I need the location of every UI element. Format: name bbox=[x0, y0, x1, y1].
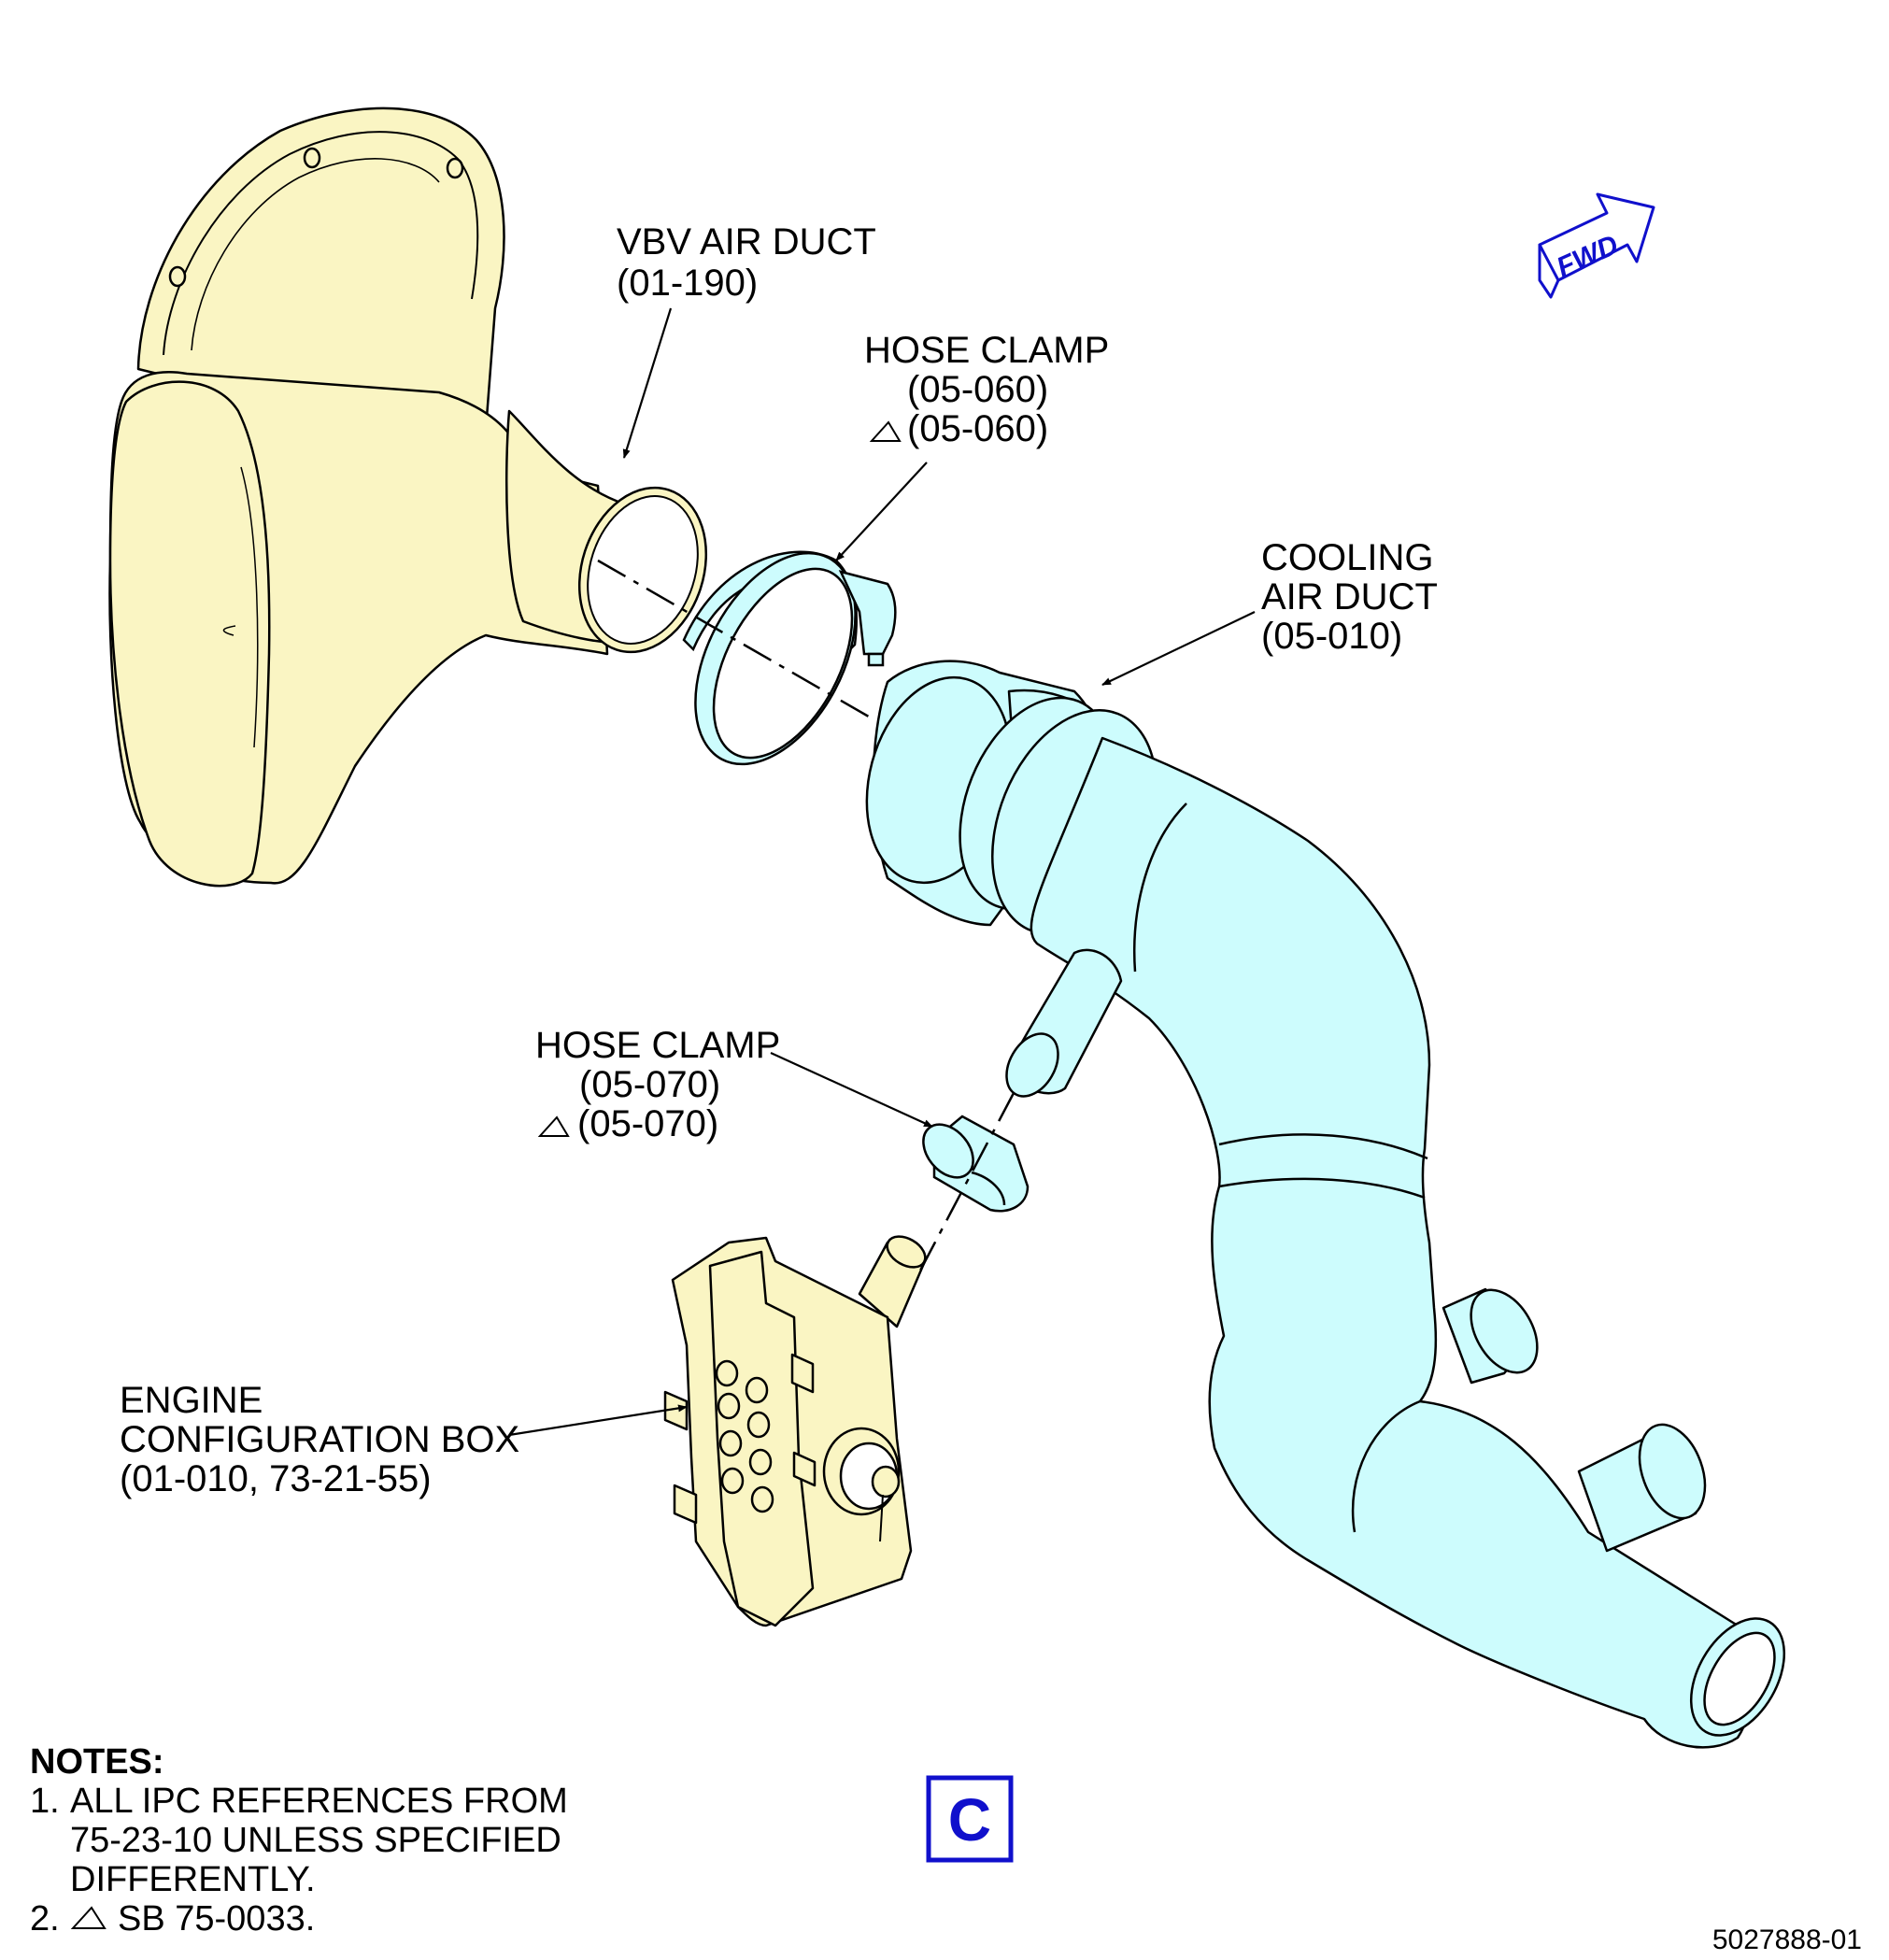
hose-clamp-upper-ref: (05-060) bbox=[907, 369, 1048, 410]
vbv-air-duct-part bbox=[108, 107, 708, 888]
callout-cooling-air-duct: COOLING AIR DUCT (05-010) bbox=[1261, 537, 1438, 657]
lower-hose-clamp-part bbox=[922, 1115, 1030, 1213]
hose-clamp-lower-ref: (05-070) bbox=[579, 1064, 720, 1105]
engine-config-box-ref: (01-010, 73-21-55) bbox=[120, 1458, 432, 1499]
cooling-air-duct-part bbox=[865, 660, 1786, 1749]
sb-triangle-icon bbox=[70, 1906, 107, 1929]
cooling-air-duct-name-line2: AIR DUCT bbox=[1261, 576, 1438, 618]
fwd-arrow-icon: FWD bbox=[1538, 192, 1655, 299]
hose-clamp-upper-sb-ref: (05-060) bbox=[907, 408, 1048, 449]
note-1-line-3: DIFFERENTLY. bbox=[70, 1860, 316, 1899]
callout-engine-configuration-box: ENGINE CONFIGURATION BOX (01-010, 73-21-… bbox=[120, 1380, 519, 1499]
figure-id: 5027888-01 bbox=[1712, 1924, 1862, 1955]
view-letter: C bbox=[948, 1786, 991, 1853]
engine-config-box-name-line1: ENGINE bbox=[120, 1380, 263, 1421]
hose-clamp-lower-name: HOSE CLAMP bbox=[535, 1025, 780, 1066]
note-1-number: 1. bbox=[30, 1782, 60, 1821]
vbv-air-duct-ref: (01-190) bbox=[617, 263, 758, 304]
callout-vbv-air-duct: VBV AIR DUCT (01-190) bbox=[617, 221, 876, 304]
cooling-air-duct-name-line1: COOLING bbox=[1261, 537, 1433, 578]
notes-heading: NOTES: bbox=[30, 1742, 164, 1782]
note-2-number: 2. bbox=[30, 1899, 60, 1939]
notes-block: NOTES: 1. ALL IPC REFERENCES FROM 75-23-… bbox=[30, 1742, 568, 1939]
engine-config-box-name-line2: CONFIGURATION BOX bbox=[120, 1419, 519, 1460]
upper-hose-clamp-part bbox=[682, 550, 897, 766]
cooling-air-duct-ref: (05-010) bbox=[1261, 616, 1402, 657]
view-letter-box: C bbox=[926, 1775, 1014, 1863]
note-1-line-2: 75-23-10 UNLESS SPECIFIED bbox=[70, 1821, 561, 1860]
note-1-line-1: ALL IPC REFERENCES FROM bbox=[70, 1782, 568, 1821]
centerlines bbox=[597, 559, 1016, 1271]
engine-configuration-box-part bbox=[663, 1235, 927, 1627]
vbv-air-duct-name: VBV AIR DUCT bbox=[617, 221, 876, 263]
hose-clamp-upper-name: HOSE CLAMP bbox=[864, 330, 1109, 371]
sb-triangle-icon bbox=[537, 1115, 570, 1137]
leader-lines bbox=[508, 307, 1256, 1437]
sb-triangle-icon bbox=[869, 420, 902, 442]
hose-clamp-lower-sb-ref: (05-070) bbox=[577, 1103, 718, 1144]
callout-hose-clamp-lower: HOSE CLAMP (05-070) (05-070) bbox=[535, 1025, 780, 1144]
note-2-text: SB 75-0033. bbox=[118, 1899, 315, 1939]
callout-hose-clamp-upper: HOSE CLAMP (05-060) (05-060) bbox=[864, 330, 1109, 449]
